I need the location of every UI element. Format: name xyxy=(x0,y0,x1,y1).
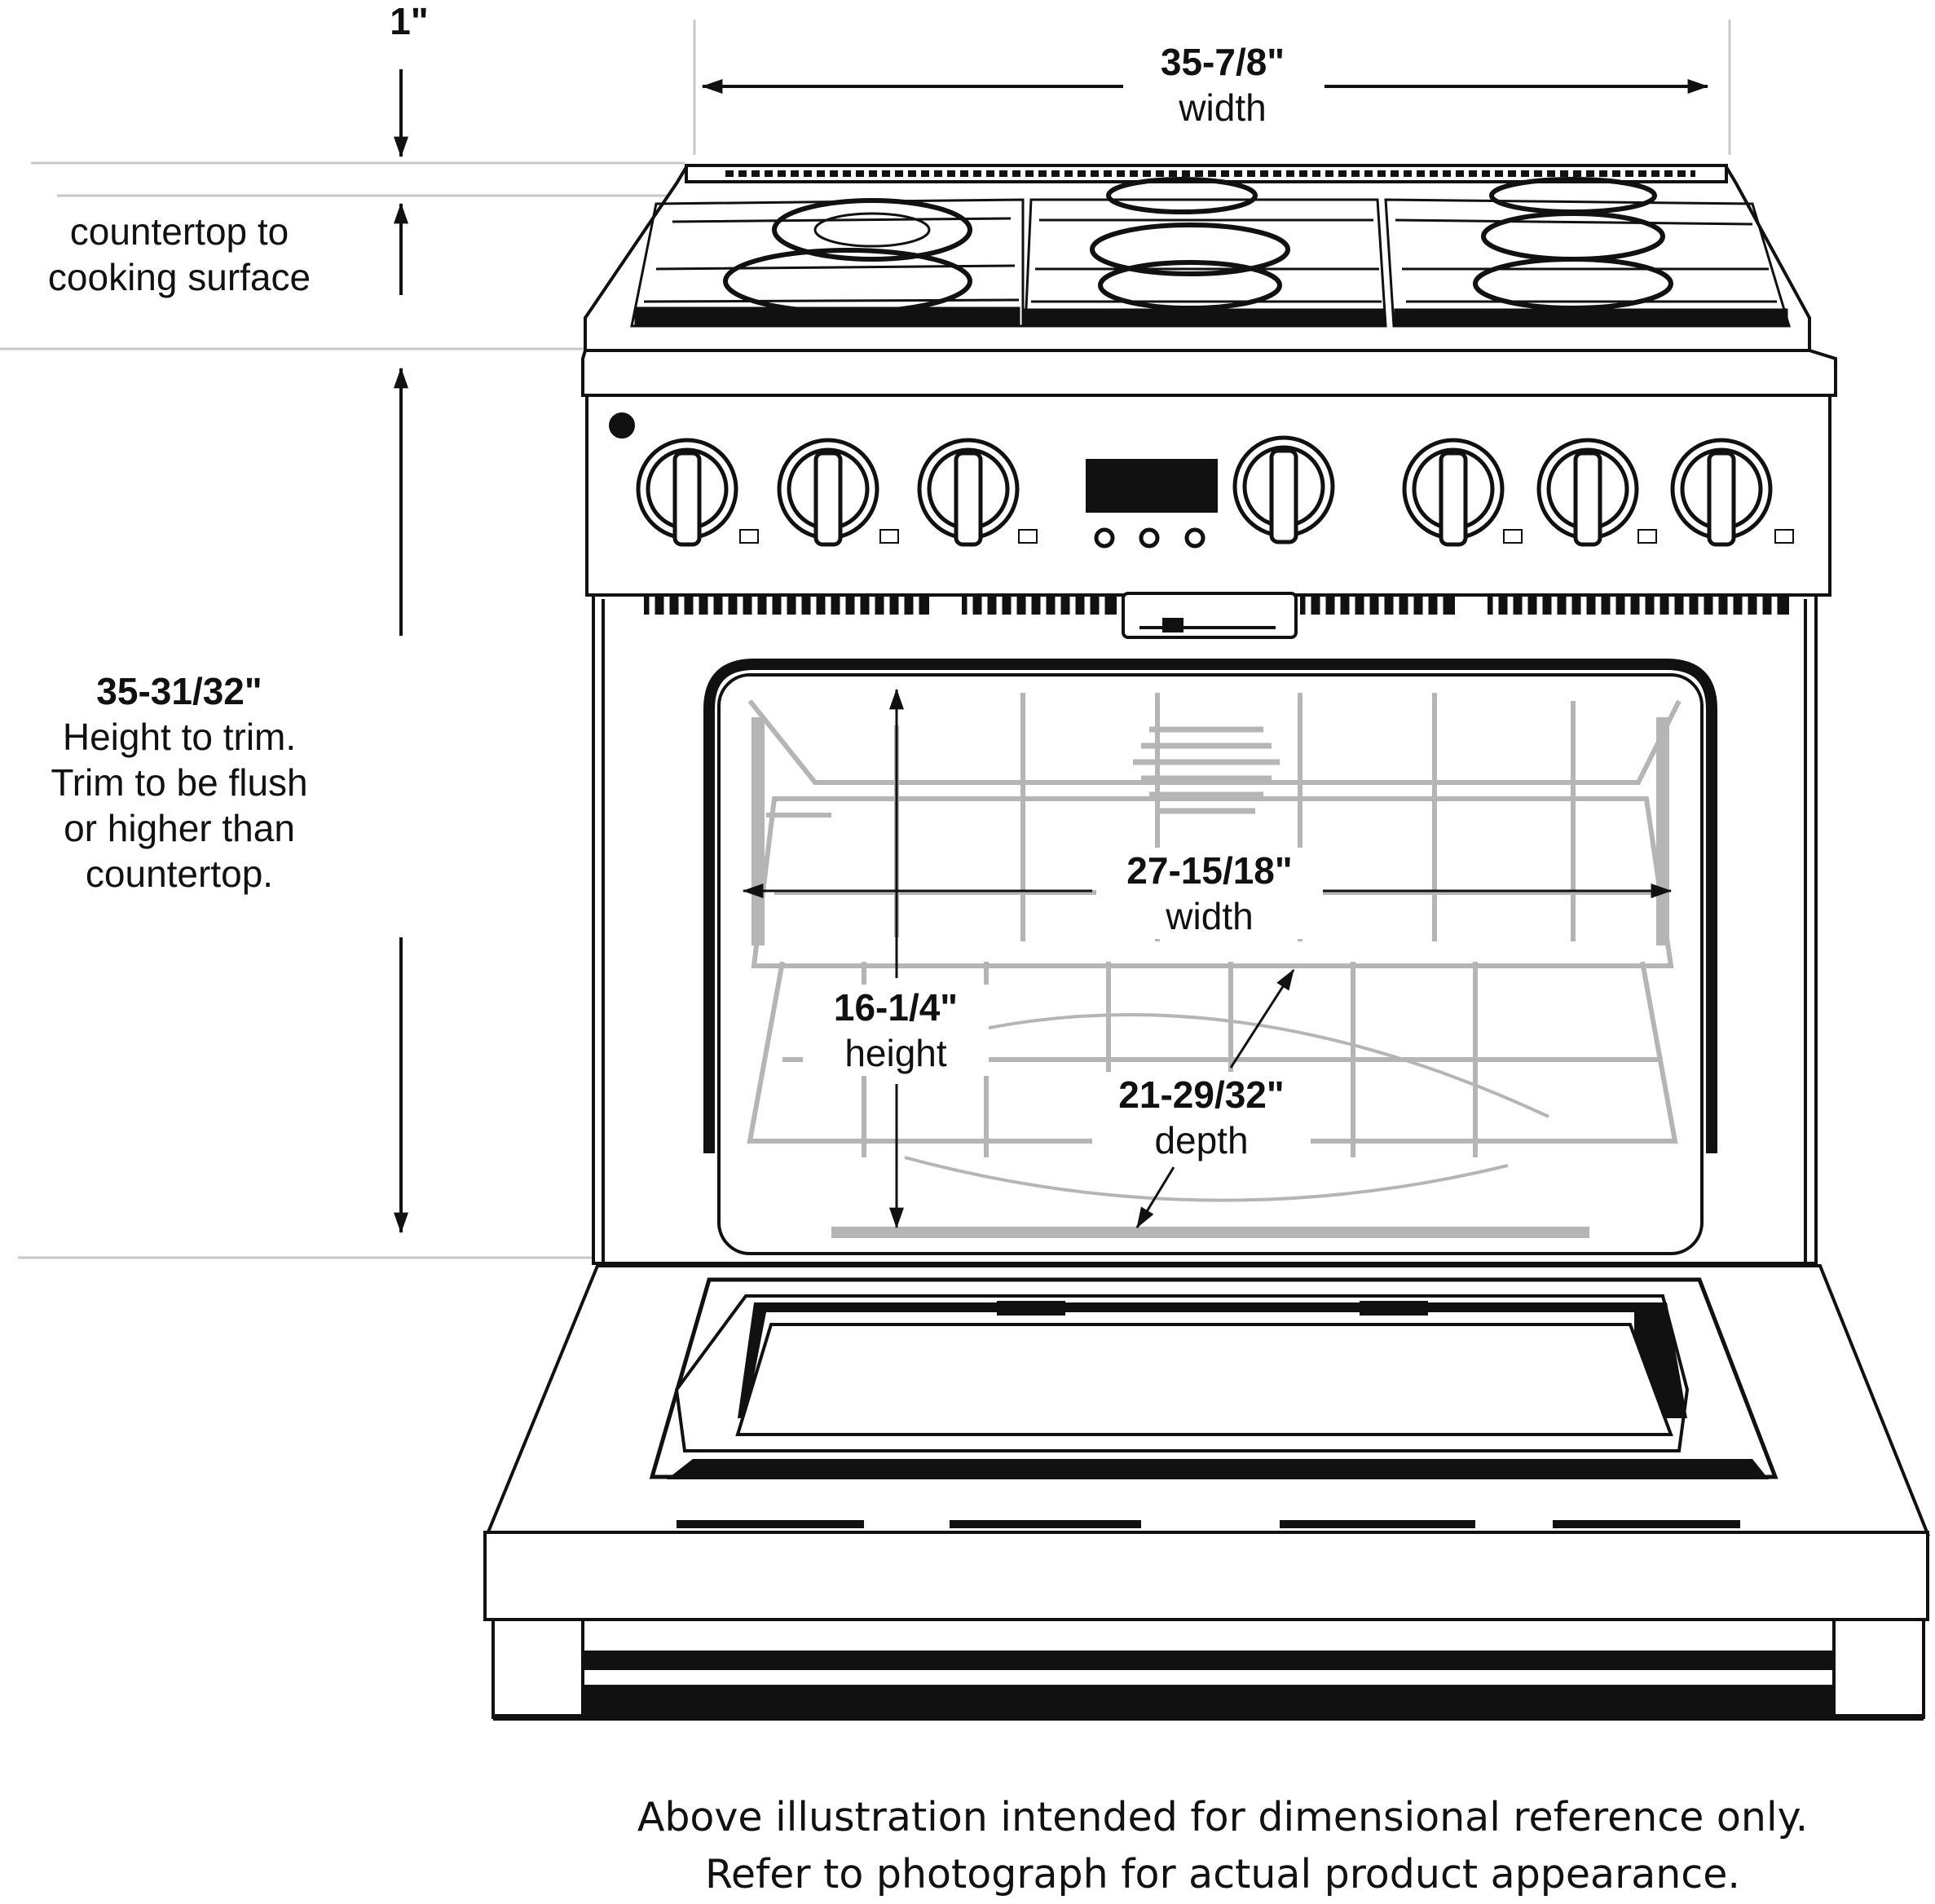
oven-width-caption: width xyxy=(1166,895,1254,938)
trim-height-line4: countertop. xyxy=(85,853,274,896)
disclaimer-line2: Refer to photograph for actual product a… xyxy=(705,1850,1740,1897)
oven-depth-arrow-up xyxy=(1229,968,1295,1069)
interior-arrows xyxy=(742,688,1673,1229)
countertop-to-surface-line2: cooking surface xyxy=(47,256,311,299)
oven-width-value: 27-15/18" xyxy=(1126,849,1293,892)
trim-height-line3: or higher than xyxy=(64,807,295,850)
oven-depth-label: 21-29/32" depth xyxy=(1092,1072,1311,1164)
countertop-to-surface-label: countertop to cooking surface xyxy=(16,209,342,300)
countertop-gap-value: 1" xyxy=(390,0,429,42)
oven-height-label: 16-1/4" height xyxy=(803,985,989,1077)
oven-width-label: 27-15/18" width xyxy=(1096,848,1323,940)
overall-width-caption: width xyxy=(1179,86,1267,130)
guide-lines xyxy=(0,20,1731,1259)
trim-height-line1: Height to trim. xyxy=(62,716,297,759)
trim-height-label: 35-31/32" Height to trim. Trim to be flu… xyxy=(8,668,350,897)
oven-depth-caption: depth xyxy=(1154,1119,1249,1162)
trim-height-line2: Trim to be flush xyxy=(51,761,308,804)
overall-width-value: 35-7/8" xyxy=(1160,41,1285,83)
oven-depth-value: 21-29/32" xyxy=(1118,1073,1285,1116)
trim-height-value: 35-31/32" xyxy=(96,670,262,712)
oven-height-caption: height xyxy=(844,1032,947,1075)
overall-width-label: 35-7/8" width xyxy=(1100,39,1345,130)
dimension-arrows xyxy=(394,69,1709,1234)
oven-door xyxy=(483,1264,1930,1721)
oven-height-value: 16-1/4" xyxy=(833,986,959,1029)
range-illustration xyxy=(581,164,1837,1265)
countertop-gap-label: 1" xyxy=(377,0,442,44)
disclaimer-note: Above illustration intended for dimensio… xyxy=(571,1789,1875,1902)
disclaimer-line1: Above illustration intended for dimensio… xyxy=(637,1794,1809,1840)
countertop-to-surface-line1: countertop to xyxy=(69,210,289,253)
oven-depth-arrow-down xyxy=(1135,1166,1175,1229)
